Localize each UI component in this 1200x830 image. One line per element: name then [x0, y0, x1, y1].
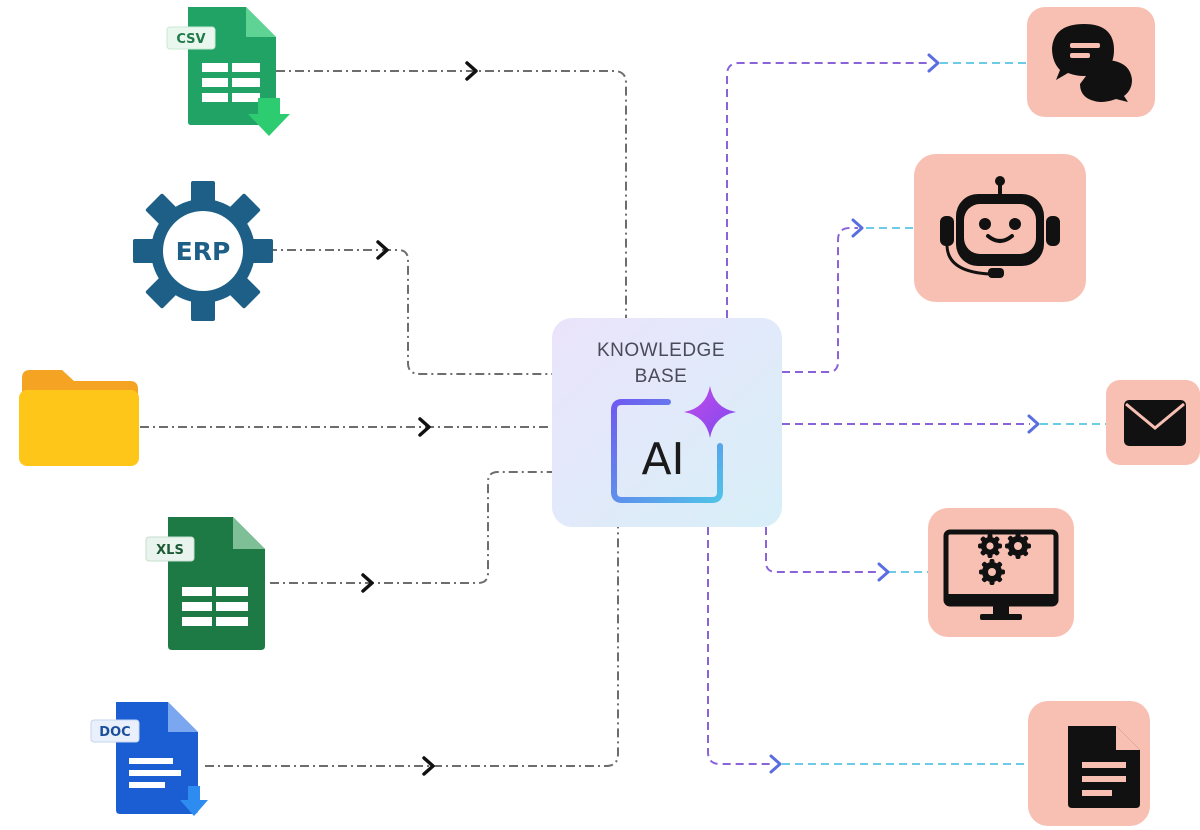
connector-csv	[276, 70, 627, 318]
folder-icon	[19, 370, 139, 466]
csv-file-icon: CSV	[166, 7, 290, 136]
ai-logo-text: AI	[641, 434, 684, 485]
arrow-csv	[465, 61, 478, 81]
csv-badge	[166, 26, 216, 50]
arrow-document	[769, 754, 782, 774]
ai-logo-icon: AI	[611, 386, 736, 503]
gear-hole	[986, 542, 994, 550]
xls-badge-label: XLS	[156, 543, 184, 558]
connector-automation	[765, 527, 880, 573]
knowledge-base-card: KNOWLEDGE BASE AI	[552, 318, 782, 527]
envelope-icon	[1124, 400, 1186, 446]
sparkle-icon	[684, 386, 736, 438]
connector-chatbot	[782, 227, 858, 373]
gear-tooth	[133, 239, 157, 263]
arrow-xls	[361, 573, 374, 593]
gear-tooth	[191, 297, 215, 321]
chat-tile	[1027, 7, 1155, 117]
arrow-folder	[418, 417, 431, 437]
gear-tooth	[249, 239, 273, 263]
monitor-gears-icon	[943, 529, 1059, 620]
gear-tooth	[191, 181, 215, 205]
xls-file-icon: XLS	[145, 517, 265, 650]
chatbot-tile	[914, 154, 1086, 302]
gear-hole	[1014, 542, 1022, 550]
robot-headset-icon	[940, 176, 1060, 278]
doc-file-icon: DOC	[90, 702, 208, 816]
automation-tile	[928, 508, 1074, 637]
kb-title-line2: BASE	[635, 366, 688, 387]
gear-hole	[988, 568, 996, 576]
csv-badge-label: CSV	[176, 32, 205, 47]
output-connectors	[707, 53, 1106, 774]
input-connectors	[140, 61, 627, 776]
arrow-chat	[927, 53, 940, 73]
email-tile	[1106, 380, 1200, 465]
doc-badge-label: DOC	[99, 725, 130, 740]
kb-title-line1: KNOWLEDGE	[597, 340, 725, 361]
connector-xls	[270, 471, 552, 584]
connector-erp	[268, 249, 552, 375]
arrow-chatbot	[851, 218, 864, 238]
arrow-email	[1027, 414, 1040, 434]
connector-chat	[726, 62, 930, 318]
erp-gear-icon: ERP	[133, 181, 273, 321]
chat-bubbles-icon	[1052, 24, 1132, 102]
xls-badge	[145, 536, 195, 562]
document-icon	[1068, 726, 1140, 808]
doc-badge	[90, 719, 140, 743]
erp-label: ERP	[176, 237, 231, 266]
arrow-doc	[422, 756, 435, 776]
connector-doc	[205, 527, 619, 767]
arrow-automation	[877, 562, 890, 582]
connector-document	[707, 527, 774, 765]
document-tile	[1028, 701, 1150, 826]
arrow-erp	[376, 240, 389, 260]
